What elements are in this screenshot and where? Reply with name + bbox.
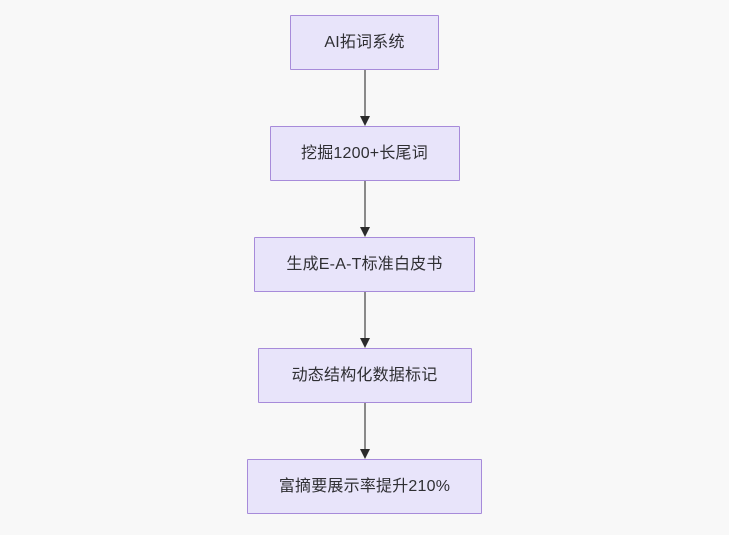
flowchart-node-n2[interactable]: 挖掘1200+长尾词	[269, 126, 460, 181]
flowchart-node-label: 挖掘1200+长尾词	[301, 144, 428, 162]
arrow-head-icon	[359, 116, 370, 126]
flowchart-node-label: 动态结构化数据标记	[291, 366, 438, 384]
flowchart-arrow-n1-n2	[353, 70, 377, 126]
flowchart-arrow-n2-n3	[353, 181, 377, 237]
flowchart-node-n4[interactable]: 动态结构化数据标记	[257, 348, 472, 403]
flowchart-node-n1[interactable]: AI拓词系统	[290, 15, 439, 70]
flowchart-node-label: 富摘要展示率提升210%	[278, 477, 451, 495]
arrow-stem	[363, 70, 366, 117]
arrow-head-icon	[359, 449, 370, 459]
flowchart-node-label: AI拓词系统	[324, 33, 405, 51]
arrow-head-icon	[359, 338, 370, 348]
arrow-stem	[363, 292, 366, 339]
arrow-stem	[363, 181, 366, 228]
flowchart-node-n3[interactable]: 生成E-A-T标准白皮书	[254, 237, 475, 292]
flowchart-node-label: 生成E-A-T标准白皮书	[286, 255, 443, 273]
arrow-head-icon	[359, 227, 370, 237]
flowchart-arrow-n3-n4	[353, 292, 377, 348]
flowchart-arrow-n4-n5	[353, 403, 377, 459]
flowchart-node-n5[interactable]: 富摘要展示率提升210%	[247, 459, 482, 514]
arrow-stem	[363, 403, 366, 450]
